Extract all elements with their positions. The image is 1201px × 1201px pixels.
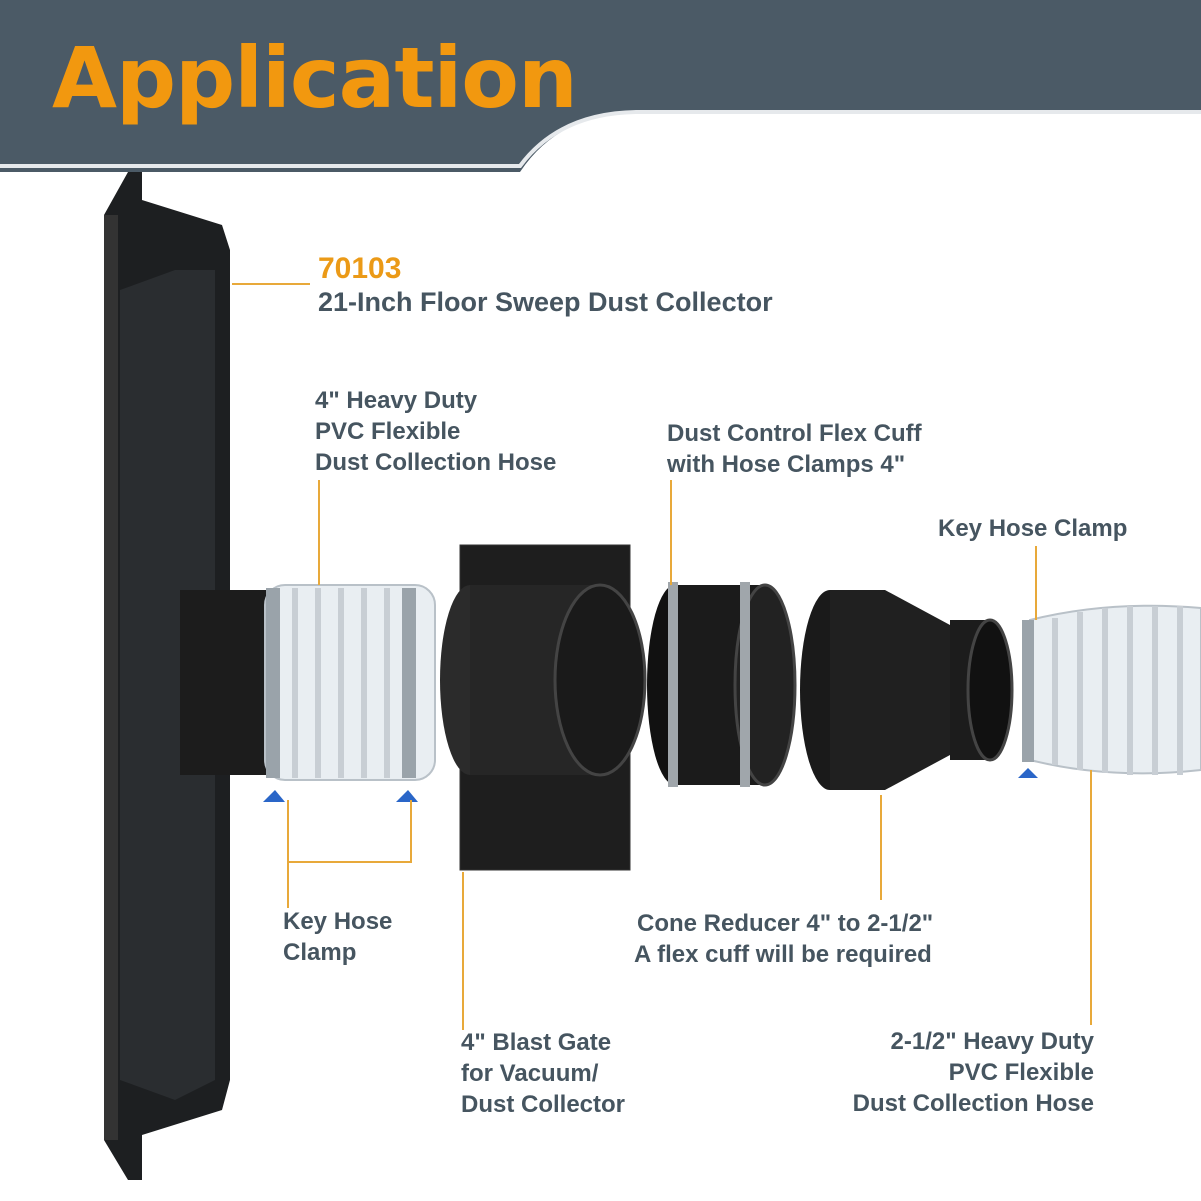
- outlet-pipe-icon: [180, 590, 280, 775]
- leader-line-flex-cuff: [670, 480, 672, 585]
- leader-line-key-clamp-left-a: [287, 800, 289, 908]
- product-name: 21-Inch Floor Sweep Dust Collector: [318, 287, 773, 317]
- product-code: 70103: [318, 252, 402, 285]
- callout-key-clamp-right: Key Hose Clamp: [938, 515, 1128, 542]
- leader-line-hose-2half: [1090, 770, 1092, 1025]
- leader-line-hose-4in: [318, 480, 320, 585]
- leader-line-key-clamp-left-b: [410, 800, 412, 862]
- blast-gate-icon: [440, 544, 647, 871]
- header-banner: [0, 0, 1201, 172]
- leader-line-blast-gate: [462, 872, 464, 1030]
- leader-line-key-clamp-left-c: [287, 861, 412, 863]
- page-title: Application: [52, 29, 578, 127]
- hose-2half-icon: [1018, 604, 1201, 778]
- hose-4in-icon: [263, 584, 436, 802]
- leader-line-product: [232, 283, 310, 285]
- leader-line-key-clamp-right: [1035, 546, 1037, 620]
- cone-reducer-icon: [800, 590, 1014, 790]
- leader-line-cone-reducer: [880, 795, 882, 900]
- flex-cuff-icon: [647, 582, 797, 787]
- floor-sweep-icon: [104, 172, 230, 1180]
